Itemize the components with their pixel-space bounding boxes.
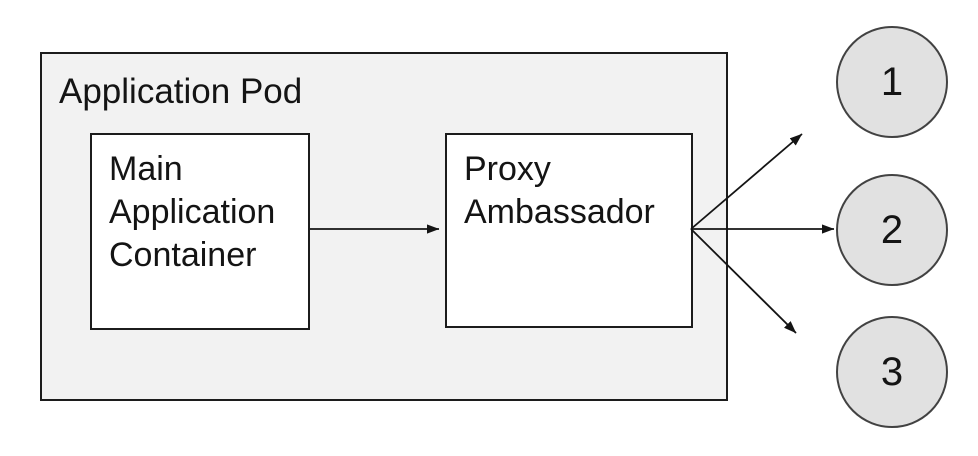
endpoint-2-label: 2 [880,207,904,252]
main-application-container-label: Main Application Container [109,150,276,274]
endpoint-1-label: 1 [880,59,904,104]
proxy-ambassador-label: Proxy Ambassador [464,150,655,231]
application-pod-label: Application Pod [59,72,303,111]
endpoint-circle-2: 2 [836,174,948,286]
application-pod-box: Application Pod Main Application Contain… [40,52,728,401]
endpoint-circle-1: 1 [836,26,948,138]
node-proxy-ambassador: Proxy Ambassador [445,133,693,328]
endpoint-circle-3: 3 [836,316,948,428]
endpoint-3-label: 3 [880,349,904,394]
node-main-application-container: Main Application Container [90,133,310,330]
